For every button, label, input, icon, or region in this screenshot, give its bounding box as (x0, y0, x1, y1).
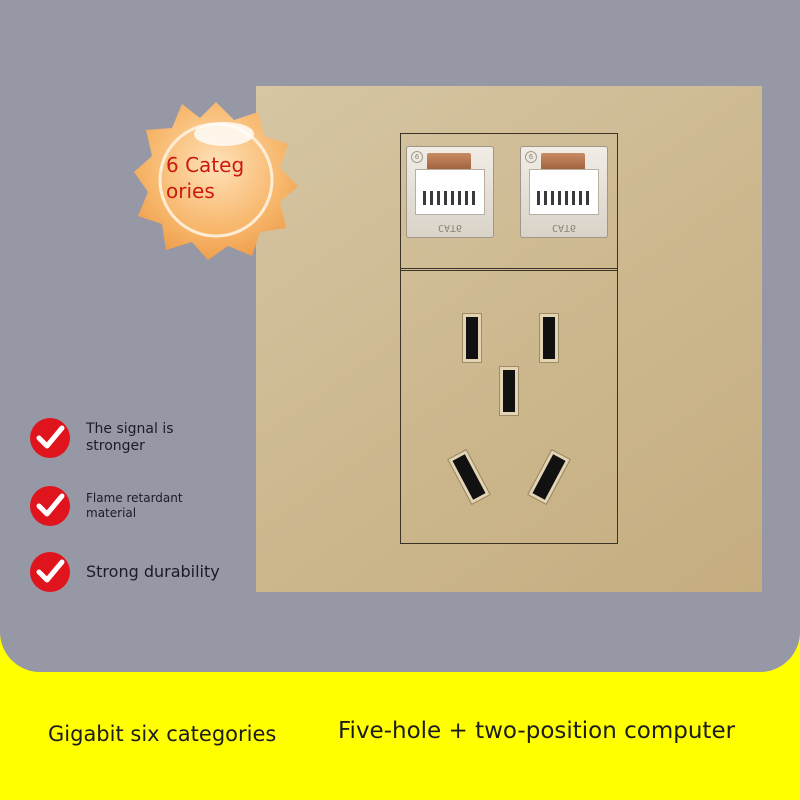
jack-marking: CAT6 (551, 222, 577, 233)
feature-signal: The signal is stronger (30, 418, 196, 458)
checkmark-icon (30, 486, 70, 526)
jack-latch (541, 153, 585, 171)
jack-number-icon: 6 (411, 151, 423, 163)
jack-number-icon: 6 (525, 151, 537, 163)
rj45-jack-1: 6 CAT6 (406, 146, 494, 238)
rj45-jack-2: 6 CAT6 (520, 146, 608, 238)
feature-label: Strong durability (86, 562, 220, 581)
network-module-frame (400, 133, 618, 271)
jack-pins (537, 191, 589, 205)
checkmark-icon (30, 552, 70, 592)
starburst-badge-icon (134, 102, 298, 260)
outlet-slot-middle (500, 367, 518, 415)
badge-label: 6 Categ ories (166, 153, 245, 203)
feature-label: Flame retardant material (86, 491, 183, 520)
jack-pins (423, 191, 475, 205)
socket-panel (256, 86, 762, 592)
jack-latch (427, 153, 471, 171)
checkmark-icon (30, 418, 70, 458)
feature-label: The signal is stronger (86, 421, 174, 454)
outlet-slot-top-right (540, 314, 558, 362)
feature-durability: Strong durability (30, 552, 236, 592)
jack-marking: CAT6 (437, 222, 463, 233)
power-module-frame (400, 268, 618, 544)
outlet-slot-top-left (463, 314, 481, 362)
footer-left-label: Gigabit six categories (48, 722, 277, 746)
footer-right-label: Five-hole + two-position computer (338, 718, 736, 744)
feature-flame-retardant: Flame retardant material (30, 486, 206, 526)
